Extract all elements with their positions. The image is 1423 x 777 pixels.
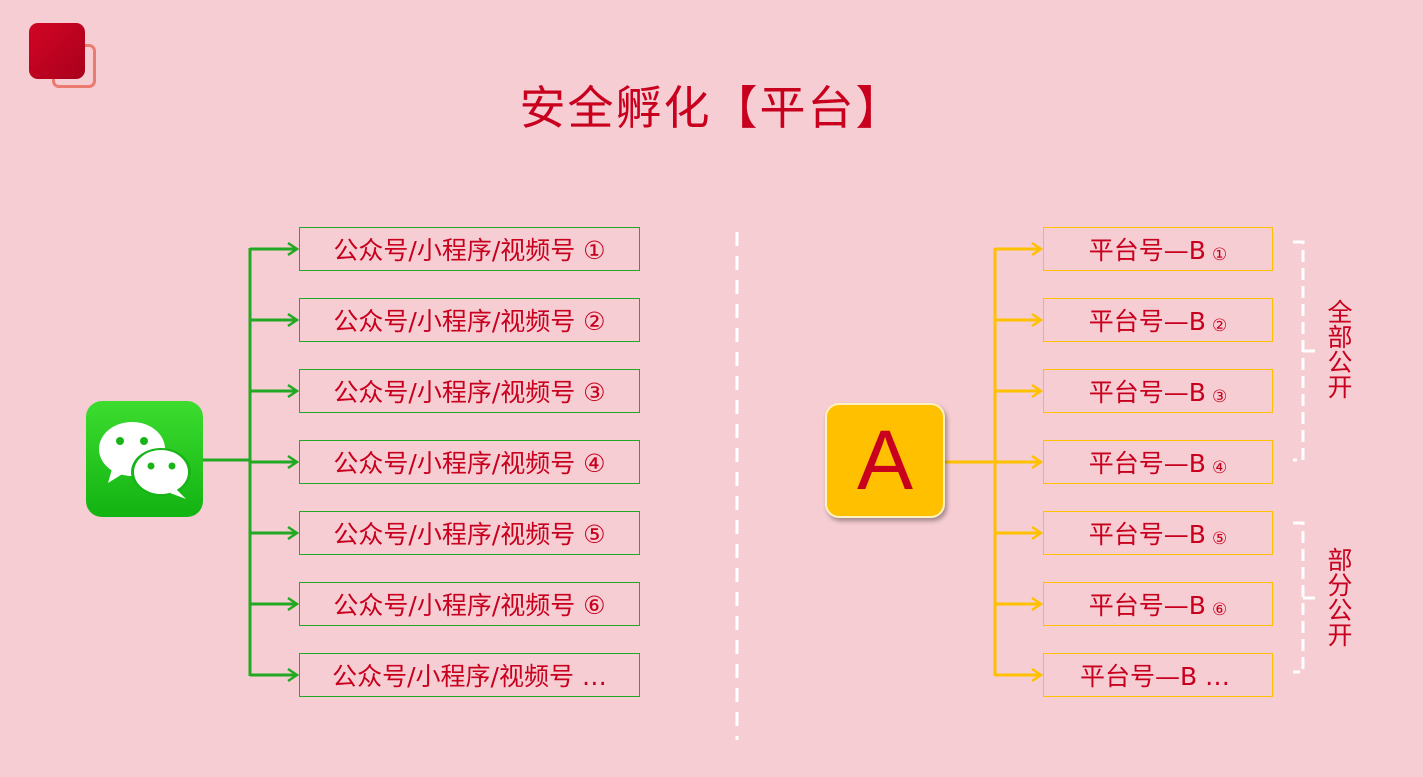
arrow-head-icon — [287, 312, 300, 328]
arrow-head-icon — [1031, 312, 1044, 328]
platform-label: 平台号—B — [1088, 378, 1206, 407]
platform-index: ④ — [1211, 458, 1228, 478]
account-box: 公众号/小程序/视频号 ③ — [299, 369, 640, 413]
platform-box: 平台号—B … — [1043, 653, 1273, 697]
arrow-head-icon — [1031, 454, 1044, 470]
arrow-head-icon — [287, 667, 300, 683]
arrow-head-icon — [1031, 241, 1044, 257]
arrow-head-icon — [1031, 383, 1044, 399]
arrow-head-icon — [287, 383, 300, 399]
arrow-head-icon — [287, 596, 300, 612]
platform-label: 平台号—B … — [1079, 662, 1231, 691]
arrow-head-icon — [1031, 596, 1044, 612]
arrow-head-icon — [287, 241, 300, 257]
platform-label: 平台号—B — [1088, 520, 1206, 549]
account-label: 公众号/小程序/视频号 ⑥ — [333, 591, 606, 620]
wechat-icon — [86, 401, 203, 517]
account-label: 公众号/小程序/视频号 ④ — [333, 449, 606, 478]
platform-index: ⑥ — [1211, 600, 1228, 620]
logo-front-square — [29, 23, 85, 79]
platform-index: ① — [1211, 245, 1228, 265]
platform-a-icon: A — [825, 403, 945, 518]
platform-index: ③ — [1211, 387, 1228, 407]
arrow-head-icon — [287, 454, 300, 470]
platform-label: 平台号—B — [1088, 236, 1206, 265]
arrow-head-icon — [1031, 667, 1044, 683]
group-label-all-public: 全部公开 — [1327, 298, 1353, 402]
account-label: 公众号/小程序/视频号 ③ — [333, 378, 606, 407]
account-box: 公众号/小程序/视频号 ④ — [299, 440, 640, 484]
account-label: 公众号/小程序/视频号 … — [332, 662, 607, 691]
bracket-partial-public — [1293, 521, 1315, 674]
platform-index: ⑤ — [1211, 529, 1228, 549]
platform-label: 平台号—B — [1088, 307, 1206, 336]
platform-label: 平台号—B — [1088, 591, 1206, 620]
account-box: 公众号/小程序/视频号 ⑤ — [299, 511, 640, 555]
platform-label: 平台号—B — [1088, 449, 1206, 478]
platform-index: ② — [1211, 316, 1228, 336]
account-label: 公众号/小程序/视频号 ② — [333, 307, 606, 336]
account-box: 公众号/小程序/视频号 ① — [299, 227, 640, 271]
account-box: 公众号/小程序/视频号 … — [299, 653, 640, 697]
arrow-head-icon — [1031, 525, 1044, 541]
account-label: 公众号/小程序/视频号 ① — [333, 236, 606, 265]
group-label-partial-public: 部分公开 — [1327, 546, 1353, 650]
arrow-head-icon — [287, 525, 300, 541]
account-box: 公众号/小程序/视频号 ② — [299, 298, 640, 342]
account-box: 公众号/小程序/视频号 ⑥ — [299, 582, 640, 626]
bracket-all-public — [1293, 240, 1315, 462]
account-label: 公众号/小程序/视频号 ⑤ — [333, 520, 606, 549]
page-title: 安全孵化【平台】 — [519, 81, 904, 135]
